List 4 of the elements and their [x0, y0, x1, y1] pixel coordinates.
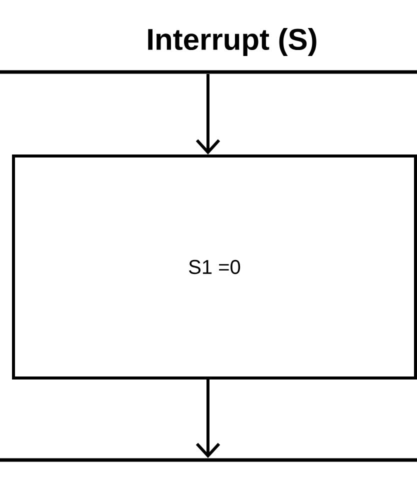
process-box: S1 =0	[12, 154, 417, 380]
title: Interrupt (S)	[148, 28, 316, 56]
arrow	[196, 74, 220, 154]
arrow	[196, 380, 220, 458]
